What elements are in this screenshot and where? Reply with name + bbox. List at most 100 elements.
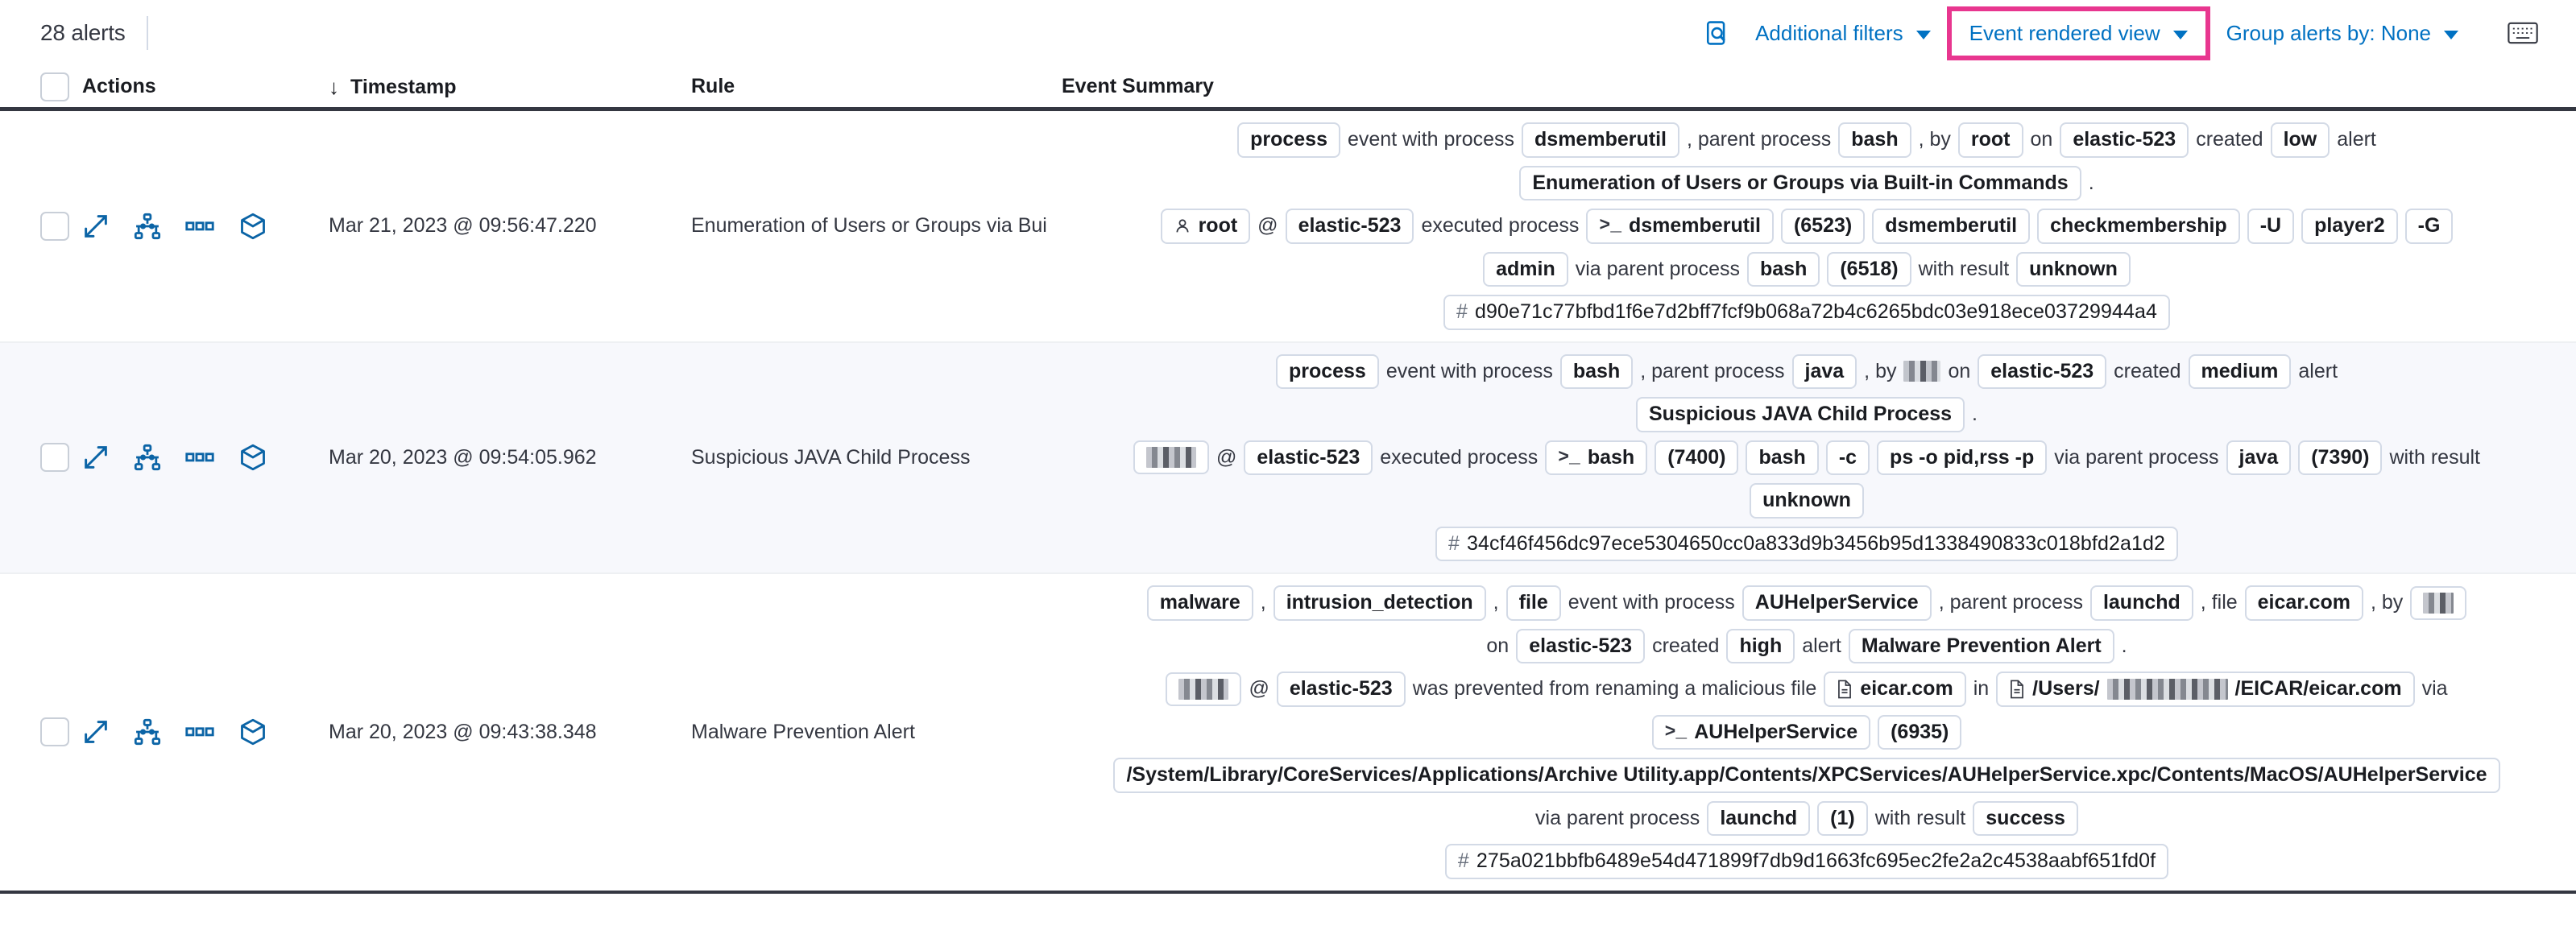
- event-hash-pill[interactable]: #275a021bbfb6489e54d471899f7db9d1663fc69…: [1444, 844, 2169, 879]
- row-rule-name[interactable]: Enumeration of Users or Groups via Bui: [691, 214, 1047, 238]
- summary-pill[interactable]: >_dsmemberutil: [1586, 209, 1774, 244]
- summary-line: /System/Library/CoreServices/Application…: [1062, 758, 2552, 793]
- summary-pill[interactable]: root: [1957, 122, 2023, 158]
- expand-icon[interactable]: [82, 213, 110, 240]
- row-rule-name[interactable]: Malware Prevention Alert: [691, 720, 915, 743]
- file-path-pill[interactable]: /Users//EICAR/eicar.com: [1996, 672, 2415, 707]
- summary-pill[interactable]: eicar.com: [1824, 672, 1966, 707]
- summary-pill[interactable]: -U: [2247, 209, 2295, 244]
- summary-pill[interactable]: (6518): [1827, 251, 1911, 287]
- summary-pill[interactable]: player2: [2301, 209, 2398, 244]
- analyzer-icon[interactable]: [134, 444, 161, 471]
- summary-pill[interactable]: elastic-523: [1978, 353, 2107, 389]
- summary-text: executed process: [1421, 214, 1580, 237]
- summary-pill[interactable]: AUHelperService: [1741, 585, 1932, 621]
- summary-pill[interactable]: bash: [1747, 251, 1820, 287]
- summary-pill[interactable]: Malware Prevention Alert: [1848, 628, 2114, 663]
- summary-pill[interactable]: -c: [1825, 440, 1870, 475]
- analyzer-icon[interactable]: [134, 718, 161, 746]
- event-hash-pill[interactable]: #34cf46f456dc97ece5304650cc0a833d9b3456b…: [1435, 526, 2178, 561]
- summary-pill[interactable]: elastic-523: [1516, 628, 1646, 663]
- column-header-event-summary[interactable]: Event Summary: [1062, 75, 1214, 97]
- summary-pill[interactable]: (1): [1817, 800, 1868, 836]
- summary-pill[interactable]: success: [1973, 800, 2078, 836]
- analyzer-icon[interactable]: [134, 213, 161, 240]
- more-actions-icon[interactable]: [185, 723, 214, 741]
- table-row[interactable]: Mar 21, 2023 @ 09:56:47.220 Enumeration …: [0, 111, 2576, 343]
- session-view-icon[interactable]: [238, 443, 267, 472]
- summary-pill[interactable]: (6523): [1780, 209, 1866, 244]
- summary-text: event with process: [1385, 359, 1553, 382]
- summary-pill[interactable]: admin: [1483, 251, 1568, 287]
- group-alerts-by-button[interactable]: Group alerts by: None: [2212, 11, 2473, 56]
- additional-filters-button[interactable]: Additional filters: [1741, 11, 1945, 56]
- summary-pill[interactable]: >_AUHelperService: [1651, 714, 1871, 750]
- summary-pill[interactable]: dsmemberutil: [1872, 209, 2031, 244]
- row-timestamp: Mar 20, 2023 @ 09:54:05.962: [329, 445, 597, 469]
- summary-pill-label: (6523): [1793, 214, 1853, 237]
- summary-pill[interactable]: bash: [1838, 122, 1911, 158]
- summary-pill[interactable]: unknown: [2016, 251, 2131, 287]
- summary-pill[interactable]: ps -o pid,rss -p: [1877, 440, 2048, 475]
- summary-pill[interactable]: java: [1791, 353, 1857, 389]
- redacted-user-pill[interactable]: [2410, 585, 2467, 620]
- column-header-timestamp[interactable]: ↓Timestamp: [329, 74, 691, 99]
- summary-pill-label: bash: [1760, 257, 1808, 280]
- summary-pill[interactable]: /System/Library/CoreServices/Application…: [1113, 758, 2500, 793]
- summary-pill[interactable]: >_bash: [1545, 440, 1648, 475]
- summary-pill[interactable]: java: [2226, 440, 2292, 475]
- summary-pill[interactable]: dsmemberutil: [1522, 122, 1679, 158]
- row-select-checkbox[interactable]: [40, 211, 69, 241]
- row-select-checkbox[interactable]: [40, 717, 69, 747]
- summary-pill[interactable]: bash: [1559, 353, 1634, 389]
- summary-pill[interactable]: eicar.com: [2244, 585, 2364, 621]
- summary-pill[interactable]: (7390): [2298, 440, 2383, 475]
- row-rule-name[interactable]: Suspicious JAVA Child Process: [691, 445, 971, 469]
- summary-pill[interactable]: elastic-523: [1244, 440, 1373, 475]
- column-header-rule[interactable]: Rule: [691, 75, 735, 97]
- summary-pill[interactable]: checkmembership: [2037, 209, 2240, 244]
- select-all-checkbox[interactable]: [40, 72, 69, 101]
- summary-pill[interactable]: process: [1275, 353, 1379, 389]
- summary-pill[interactable]: bash: [1746, 440, 1819, 475]
- summary-pill[interactable]: root: [1160, 209, 1251, 244]
- summary-pill[interactable]: (7400): [1655, 440, 1739, 475]
- table-row[interactable]: Mar 20, 2023 @ 09:54:05.962 Suspicious J…: [0, 342, 2576, 574]
- keyboard-shortcuts-icon[interactable]: [2500, 14, 2545, 52]
- session-view-icon[interactable]: [238, 212, 267, 241]
- summary-pill[interactable]: Enumeration of Users or Groups via Built…: [1519, 165, 2081, 200]
- expand-icon[interactable]: [82, 444, 110, 471]
- inspect-search-icon[interactable]: [1696, 10, 1741, 56]
- table-row[interactable]: Mar 20, 2023 @ 09:43:38.348 Malware Prev…: [0, 574, 2576, 894]
- event-hash-pill[interactable]: #d90e71c77bfbd1f6e7d2bff7fcf9b068a72b4c6…: [1443, 295, 2171, 330]
- summary-pill[interactable]: high: [1726, 628, 1795, 663]
- summary-pill[interactable]: elastic-523: [1276, 672, 1406, 707]
- summary-pill[interactable]: unknown: [1750, 483, 1864, 519]
- row-select-checkbox[interactable]: [40, 443, 69, 473]
- redacted-user-pill[interactable]: [1166, 672, 1242, 706]
- event-rendered-view-button[interactable]: Event rendered view: [1963, 19, 2194, 48]
- summary-pill[interactable]: Suspicious JAVA Child Process: [1636, 397, 1965, 432]
- summary-pill[interactable]: medium: [2188, 353, 2292, 389]
- summary-pill[interactable]: low: [2270, 122, 2330, 158]
- summary-pill[interactable]: launchd: [1707, 800, 1811, 836]
- summary-pill[interactable]: -G: [2404, 209, 2454, 244]
- more-actions-icon[interactable]: [185, 217, 214, 235]
- redacted-user-pill[interactable]: [1133, 440, 1209, 475]
- summary-pill[interactable]: intrusion_detection: [1273, 585, 1486, 621]
- summary-pill[interactable]: (6935): [1878, 714, 1962, 750]
- expand-icon[interactable]: [82, 718, 110, 746]
- summary-text: ,: [1260, 591, 1266, 614]
- session-view-icon[interactable]: [238, 717, 267, 746]
- summary-pill[interactable]: malware: [1146, 585, 1253, 621]
- summary-pill[interactable]: file: [1505, 585, 1561, 621]
- summary-text: @: [1257, 214, 1278, 237]
- summary-pill[interactable]: elastic-523: [1285, 209, 1414, 244]
- summary-pill[interactable]: process: [1237, 122, 1340, 158]
- summary-pill[interactable]: elastic-523: [2060, 122, 2189, 158]
- column-header-actions[interactable]: Actions: [82, 75, 156, 97]
- summary-pill[interactable]: launchd: [2089, 585, 2193, 621]
- more-actions-icon[interactable]: [185, 448, 214, 466]
